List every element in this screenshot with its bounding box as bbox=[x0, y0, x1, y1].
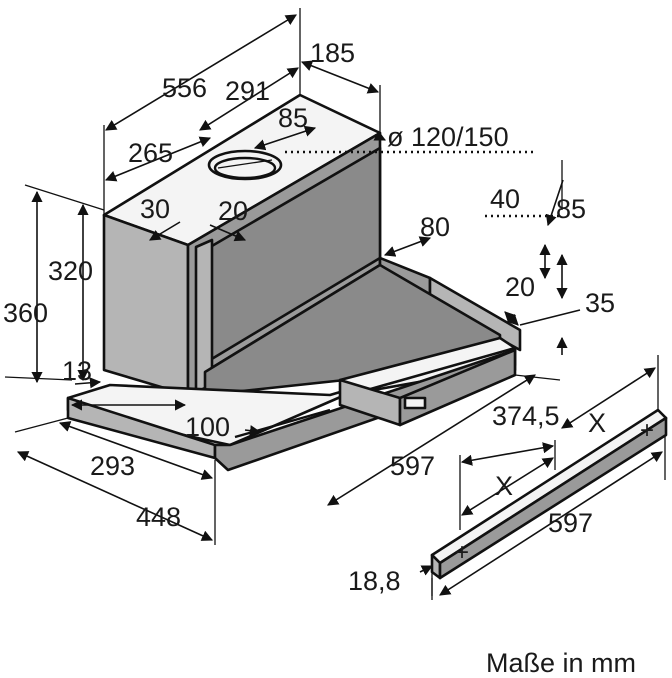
dim-80: 80 bbox=[420, 212, 450, 242]
dim-320: 320 bbox=[48, 256, 93, 286]
dimension-labels: 556 291 185 265 85 ø 120/150 40 85 80 30… bbox=[3, 38, 615, 596]
units-note: Maße in mm bbox=[486, 648, 636, 678]
dim-265: 265 bbox=[128, 138, 173, 168]
dim-374-5: 374,5 bbox=[492, 401, 560, 431]
dim-360: 360 bbox=[3, 298, 48, 328]
dim-20-right: 20 bbox=[505, 272, 535, 302]
dimension-lines bbox=[16, 14, 663, 596]
dim-x-upper: X bbox=[588, 408, 606, 438]
dim-duct-diameter: ø 120/150 bbox=[387, 122, 509, 152]
dim-35: 35 bbox=[585, 288, 615, 318]
drawer-handle-slot bbox=[403, 396, 427, 410]
duct-opening-inner bbox=[213, 156, 277, 180]
dim-x-lower: X bbox=[495, 471, 513, 501]
dim-18-8: 18,8 bbox=[348, 566, 401, 596]
dim-556: 556 bbox=[162, 73, 207, 103]
duct-opening bbox=[207, 149, 283, 181]
dim-597-main: 597 bbox=[390, 451, 435, 481]
dim-13: 13 bbox=[62, 356, 92, 386]
dim-40: 40 bbox=[490, 184, 520, 214]
dim-597-panel: 597 bbox=[548, 508, 593, 538]
front-panel: + + bbox=[430, 408, 668, 580]
dim-293: 293 bbox=[90, 451, 135, 481]
panel-sign-right: + bbox=[640, 417, 654, 444]
dim-100: 100 bbox=[185, 412, 230, 442]
dim-20-left: 20 bbox=[218, 196, 248, 226]
dim-185: 185 bbox=[310, 38, 355, 68]
panel-sign-left: + bbox=[455, 539, 469, 566]
chimney-front-face bbox=[102, 213, 190, 397]
dim-30: 30 bbox=[140, 194, 170, 224]
panel-side bbox=[438, 416, 668, 580]
dim-291: 291 bbox=[225, 76, 270, 106]
dim-85-right: 85 bbox=[556, 194, 586, 224]
dim-448: 448 bbox=[136, 502, 181, 532]
dim-85-top: 85 bbox=[278, 103, 308, 133]
